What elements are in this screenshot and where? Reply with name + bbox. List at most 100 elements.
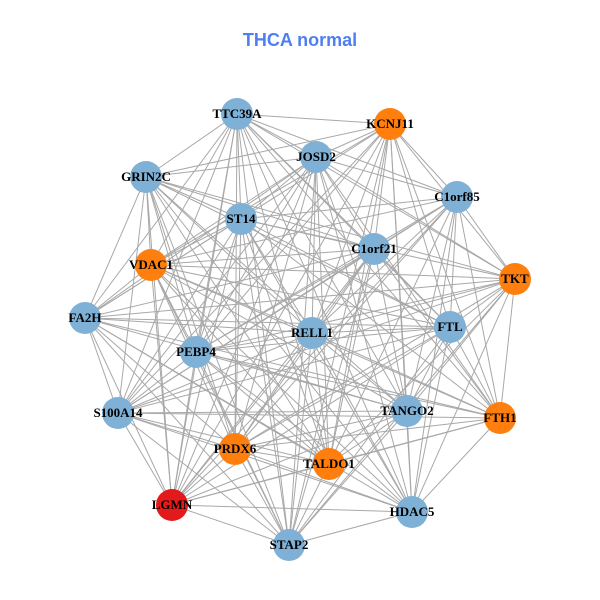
edge <box>234 248 375 450</box>
edge <box>84 317 451 328</box>
node-lgmn: LGMN <box>152 489 193 521</box>
node-label: GRIN2C <box>121 169 171 184</box>
node-label: PEBP4 <box>176 344 216 359</box>
edge <box>411 417 501 513</box>
node-circle <box>441 181 473 213</box>
edge <box>145 176 408 412</box>
edge <box>311 332 330 465</box>
node-circle <box>391 395 423 427</box>
node-circle <box>221 98 253 130</box>
edge <box>145 156 317 178</box>
edge <box>234 417 501 450</box>
edge <box>117 412 173 506</box>
edge <box>145 113 238 178</box>
edge <box>117 412 501 419</box>
edge <box>234 196 458 450</box>
edge <box>240 196 458 220</box>
node-circle <box>69 302 101 334</box>
edge <box>234 278 516 450</box>
edge <box>195 351 330 465</box>
edge <box>117 176 147 414</box>
edge <box>236 113 501 419</box>
edge <box>117 326 451 414</box>
node-josd2: JOSD2 <box>296 141 336 173</box>
node-c1orf85: C1orf85 <box>434 181 480 213</box>
edge <box>145 176 242 220</box>
edge <box>171 463 330 506</box>
edge <box>315 156 413 513</box>
node-fth1: FTH1 <box>483 402 517 434</box>
edges <box>84 113 516 546</box>
edge <box>456 196 516 280</box>
edge <box>389 123 501 419</box>
edge <box>311 123 391 334</box>
edge <box>150 218 242 266</box>
node-label: C1orf21 <box>351 241 397 256</box>
edge <box>288 410 408 546</box>
edge <box>117 218 242 414</box>
edge <box>288 511 413 546</box>
node-label: STAP2 <box>270 537 309 552</box>
edge <box>236 113 413 513</box>
edge <box>117 248 375 414</box>
edge <box>195 332 313 353</box>
edge <box>145 176 197 353</box>
edge <box>117 351 197 414</box>
node-stap2: STAP2 <box>270 529 309 561</box>
node-c1orf21: C1orf21 <box>351 233 397 265</box>
node-circle <box>499 263 531 295</box>
edge <box>84 278 516 319</box>
edge <box>84 317 313 334</box>
edge <box>315 156 375 250</box>
node-label: TANGO2 <box>380 403 433 418</box>
edge <box>145 176 451 328</box>
edge <box>145 176 375 250</box>
edge <box>406 278 516 412</box>
edge <box>117 412 236 450</box>
node-label: HDAC5 <box>390 504 435 519</box>
edge <box>195 278 516 353</box>
edge <box>315 156 516 280</box>
edge <box>406 196 458 412</box>
edge <box>150 196 458 266</box>
node-circle <box>156 489 188 521</box>
node-fa2h: FA2H <box>69 302 101 334</box>
edge <box>240 156 317 220</box>
node-hdac5: HDAC5 <box>390 496 435 528</box>
edge <box>171 504 290 546</box>
edge <box>145 123 391 178</box>
node-label: RELL1 <box>291 325 333 340</box>
edge <box>456 196 501 419</box>
edge <box>117 412 413 513</box>
edge <box>311 332 408 412</box>
node-circle <box>434 311 466 343</box>
edge <box>195 123 391 353</box>
edge <box>311 196 458 334</box>
edge <box>236 113 391 125</box>
edge <box>117 156 317 414</box>
edge <box>150 264 516 280</box>
node-pebp4: PEBP4 <box>176 336 216 368</box>
edge <box>195 351 501 419</box>
edge <box>240 218 451 328</box>
edge <box>195 156 317 353</box>
edge <box>84 317 119 414</box>
node-ftl: FTL <box>434 311 466 343</box>
edge <box>311 326 451 334</box>
edge <box>240 218 290 546</box>
edge <box>195 196 458 353</box>
node-taldo1: TALDO1 <box>303 448 355 480</box>
node-circle <box>102 397 134 429</box>
edge <box>288 123 391 546</box>
node-grin2c: GRIN2C <box>121 161 171 193</box>
node-label: KCNJ11 <box>366 116 414 131</box>
edge <box>411 196 458 513</box>
node-ttc39a: TTC39A <box>212 98 262 130</box>
edge <box>150 248 375 266</box>
node-circle <box>130 161 162 193</box>
node-s100a14: S100A14 <box>93 397 143 429</box>
edge <box>236 113 516 280</box>
node-label: VDAC1 <box>129 257 173 272</box>
